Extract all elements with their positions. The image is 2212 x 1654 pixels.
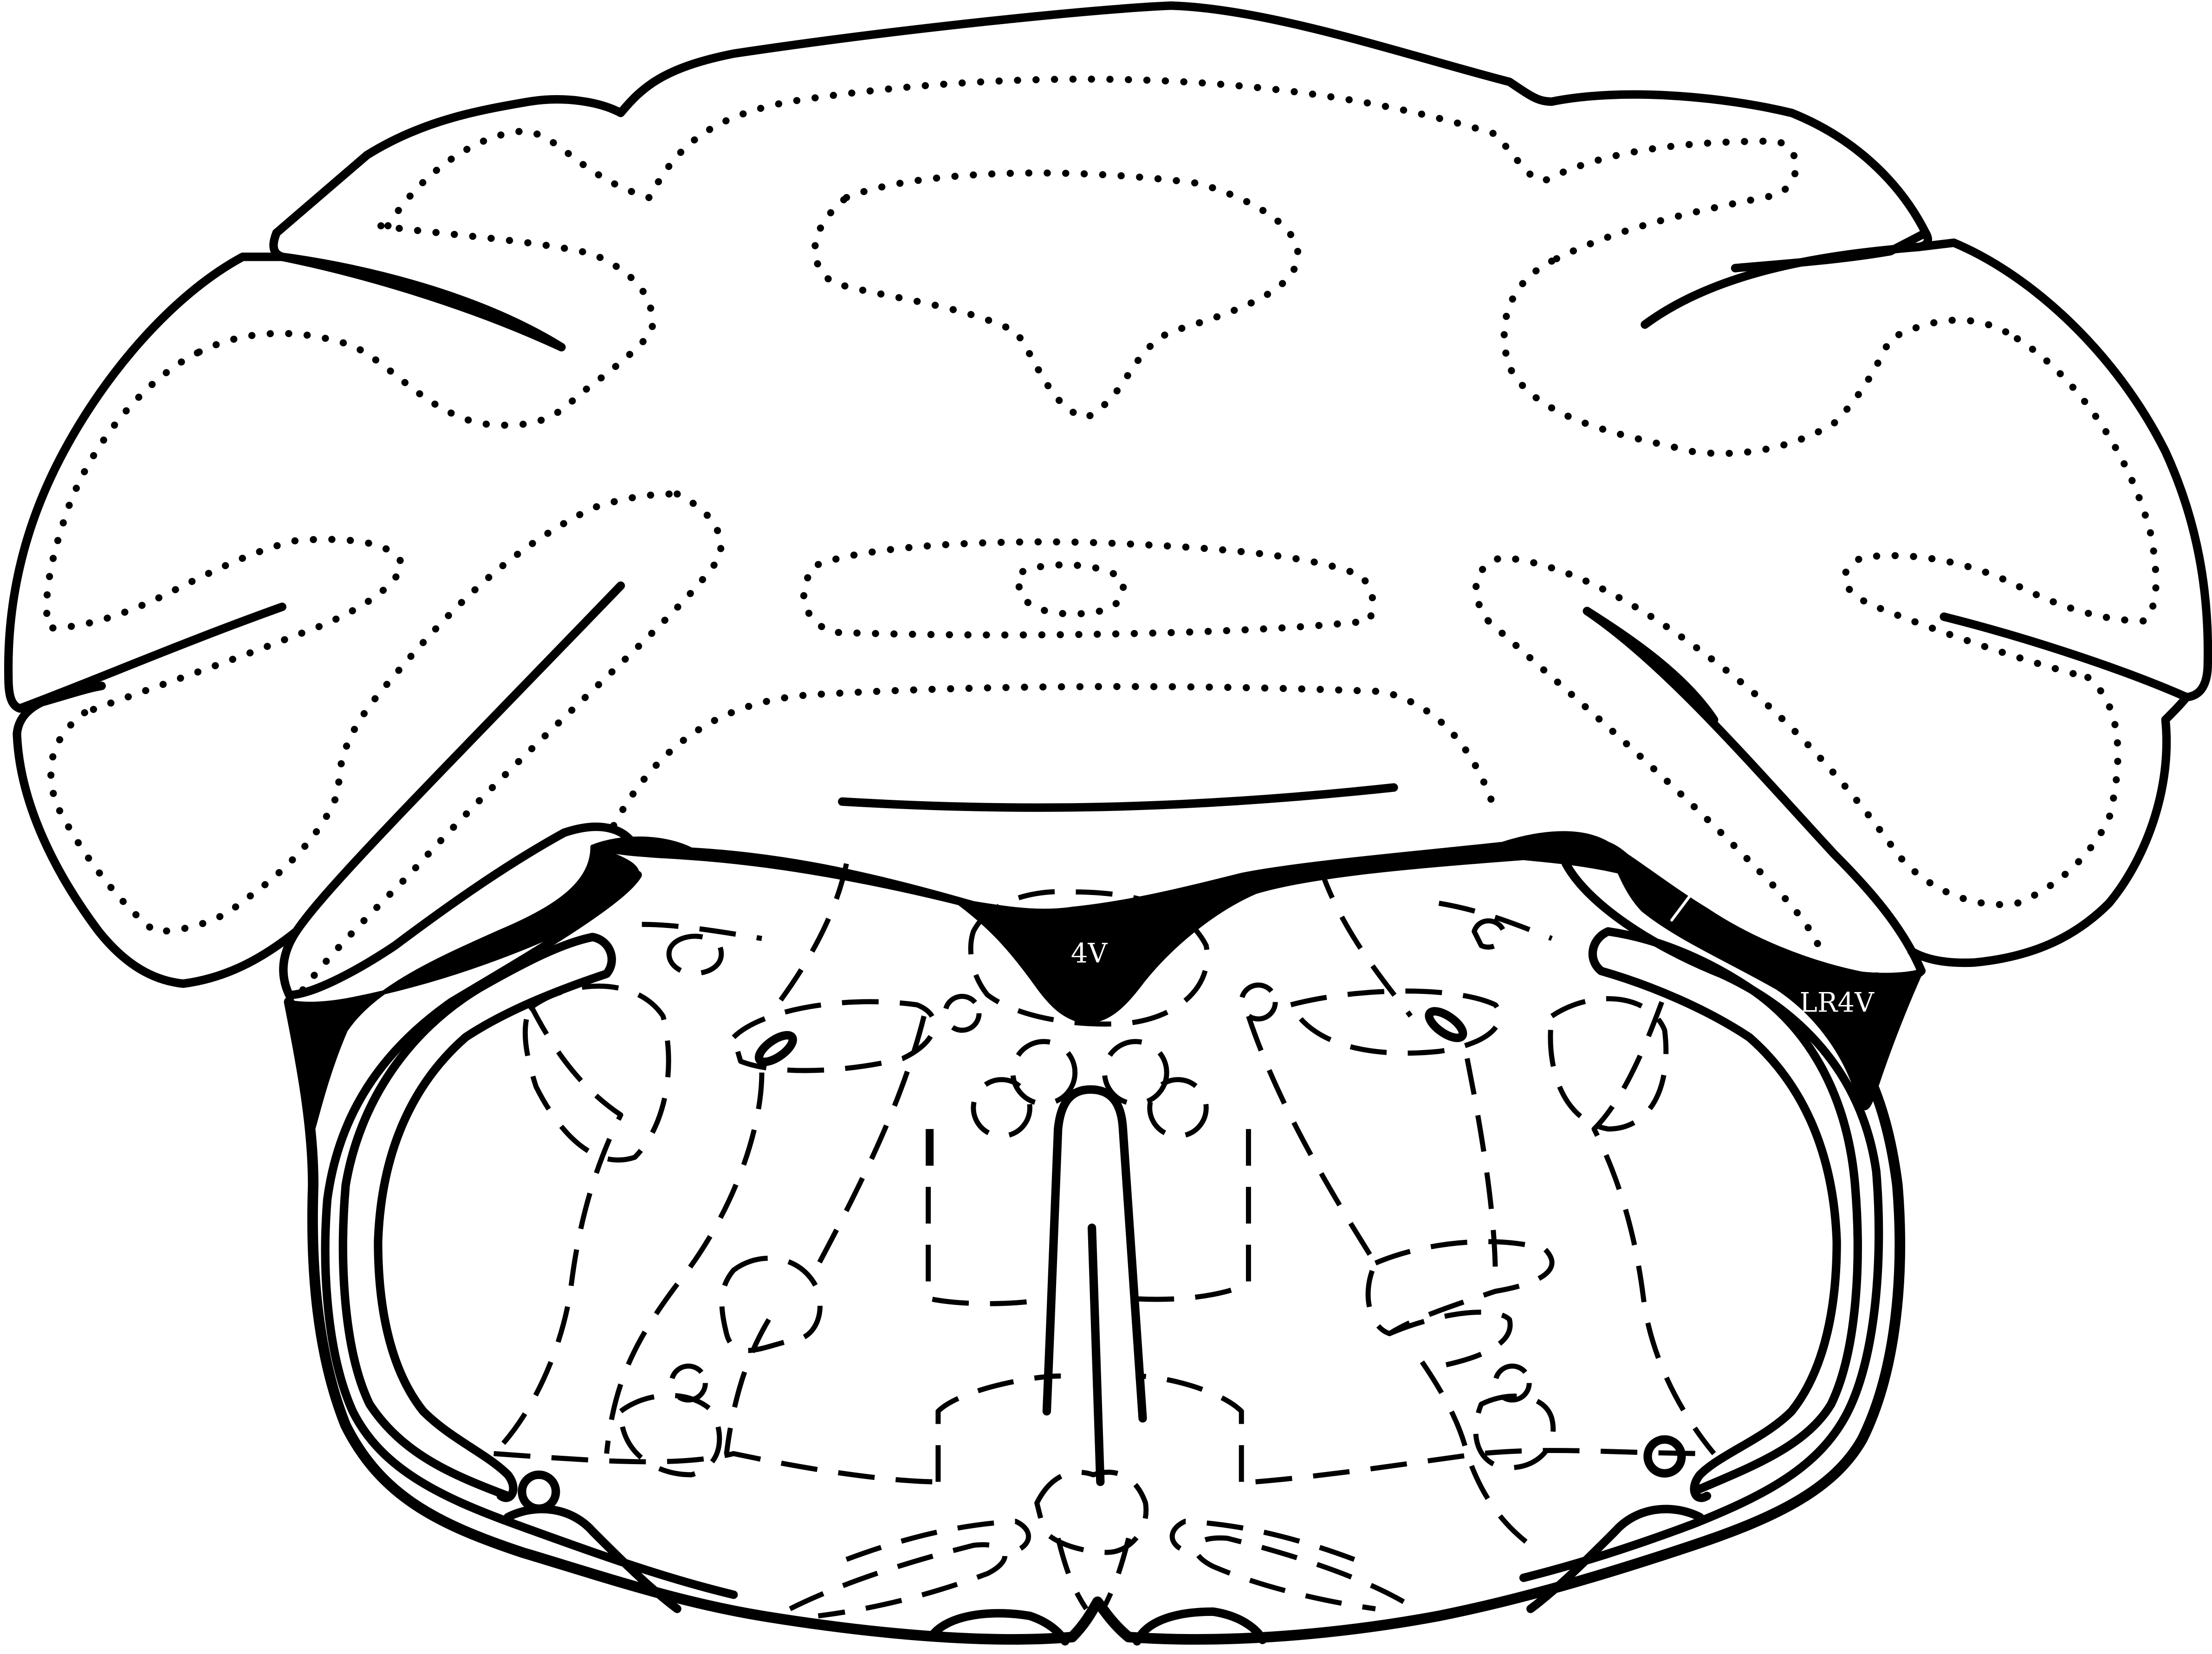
left-lateral-white-matter [46, 353, 402, 713]
dashed-left-nucleus-a [669, 936, 721, 974]
vermis-core-white-matter [1019, 565, 1123, 614]
dashed-right-center-box [1129, 1129, 1248, 1299]
dashed-left-dot-a [945, 996, 979, 1030]
dashed-left-large-ellipse [525, 986, 668, 1160]
label-4v: 4V [1071, 937, 1108, 969]
dashed-left-lemniscus [607, 864, 847, 1454]
dashed-right-spinal-tract [1594, 1002, 1714, 1453]
right-upper-white-matter [1504, 261, 2017, 453]
dashed-right-nucleus-a [1474, 921, 1504, 947]
cerebellum [8, 6, 2208, 995]
dashed-right-lemniscus [1319, 864, 1495, 1278]
right-lateral-lobe-upper [1919, 243, 2208, 697]
right-paraflocculus [1587, 611, 1921, 979]
dashed-left-ventral-box [938, 1376, 1061, 1482]
right-vestibular-nucleus [1425, 1006, 1467, 1043]
vermis-central-white-matter [815, 173, 1297, 418]
dashed-left-center-box [928, 1129, 1051, 1304]
dashed-right-oval [1291, 991, 1500, 1053]
dashed-left-spinal-tract [494, 1002, 621, 1453]
left-vestibular-nucleus [755, 1030, 797, 1067]
right-lateral-white-matter [1845, 339, 2156, 678]
dashed-right-pyramid-b [1172, 1521, 1354, 1559]
dashed-center-lobe-l1 [1013, 1042, 1075, 1104]
dashed-center-lobe-l2 [973, 1080, 1030, 1136]
right-upper-lobe-boundary [1645, 233, 1928, 325]
cerebellum-outline [277, 6, 1926, 268]
dashed-right-ventral-box [1135, 1376, 1241, 1482]
dashed-right-dorsal-nucleus [1368, 1242, 1552, 1334]
vermis-lower-fissure [842, 787, 1394, 807]
vermis-middle-white-matter [804, 542, 1373, 635]
fourth-ventricle [592, 833, 1643, 1022]
left-lower-white-matter [51, 494, 677, 931]
left-flocculus-border [296, 586, 621, 932]
dashed-left-descending-tract [727, 1319, 769, 1453]
dashed-left-pyramid-a [790, 1545, 1005, 1616]
dashed-center-lobe-r1 [1104, 1042, 1167, 1104]
left-lateral-lobe-upper [8, 257, 282, 708]
left-small-nucleus [522, 1475, 556, 1509]
right-small-nucleus [1648, 1440, 1681, 1473]
left-horizontal-fissure [282, 257, 562, 347]
left-flocculus-white-matter [299, 494, 721, 995]
right-base-tract [1531, 1509, 1700, 1609]
right-lateral-lobe-fissure [1944, 617, 2187, 697]
dashed-right-dorsal-stem [1389, 1312, 1510, 1369]
right-lateral-lobe-lower [1912, 697, 2187, 963]
dashed-center-lobe-r2 [1150, 1080, 1207, 1136]
dashed-left-dorsal-nucleus [722, 1258, 820, 1350]
right-lateral-recess [1608, 844, 1921, 1108]
dashed-right-pyramid-a [1196, 1538, 1404, 1609]
dashed-right-dot-a [1241, 985, 1275, 1019]
dashed-right-medial-tract [1248, 1016, 1380, 1270]
dashed-left-pyramid-b [846, 1521, 1028, 1559]
label-lr4v: LR4V [1800, 987, 1875, 1018]
left-tract-cap [378, 937, 611, 1498]
left-lateral-lobe-lower [17, 686, 296, 983]
raphe-inner-line [1092, 1228, 1100, 1482]
dashed-right-ventral-nucleus [1476, 1396, 1553, 1468]
